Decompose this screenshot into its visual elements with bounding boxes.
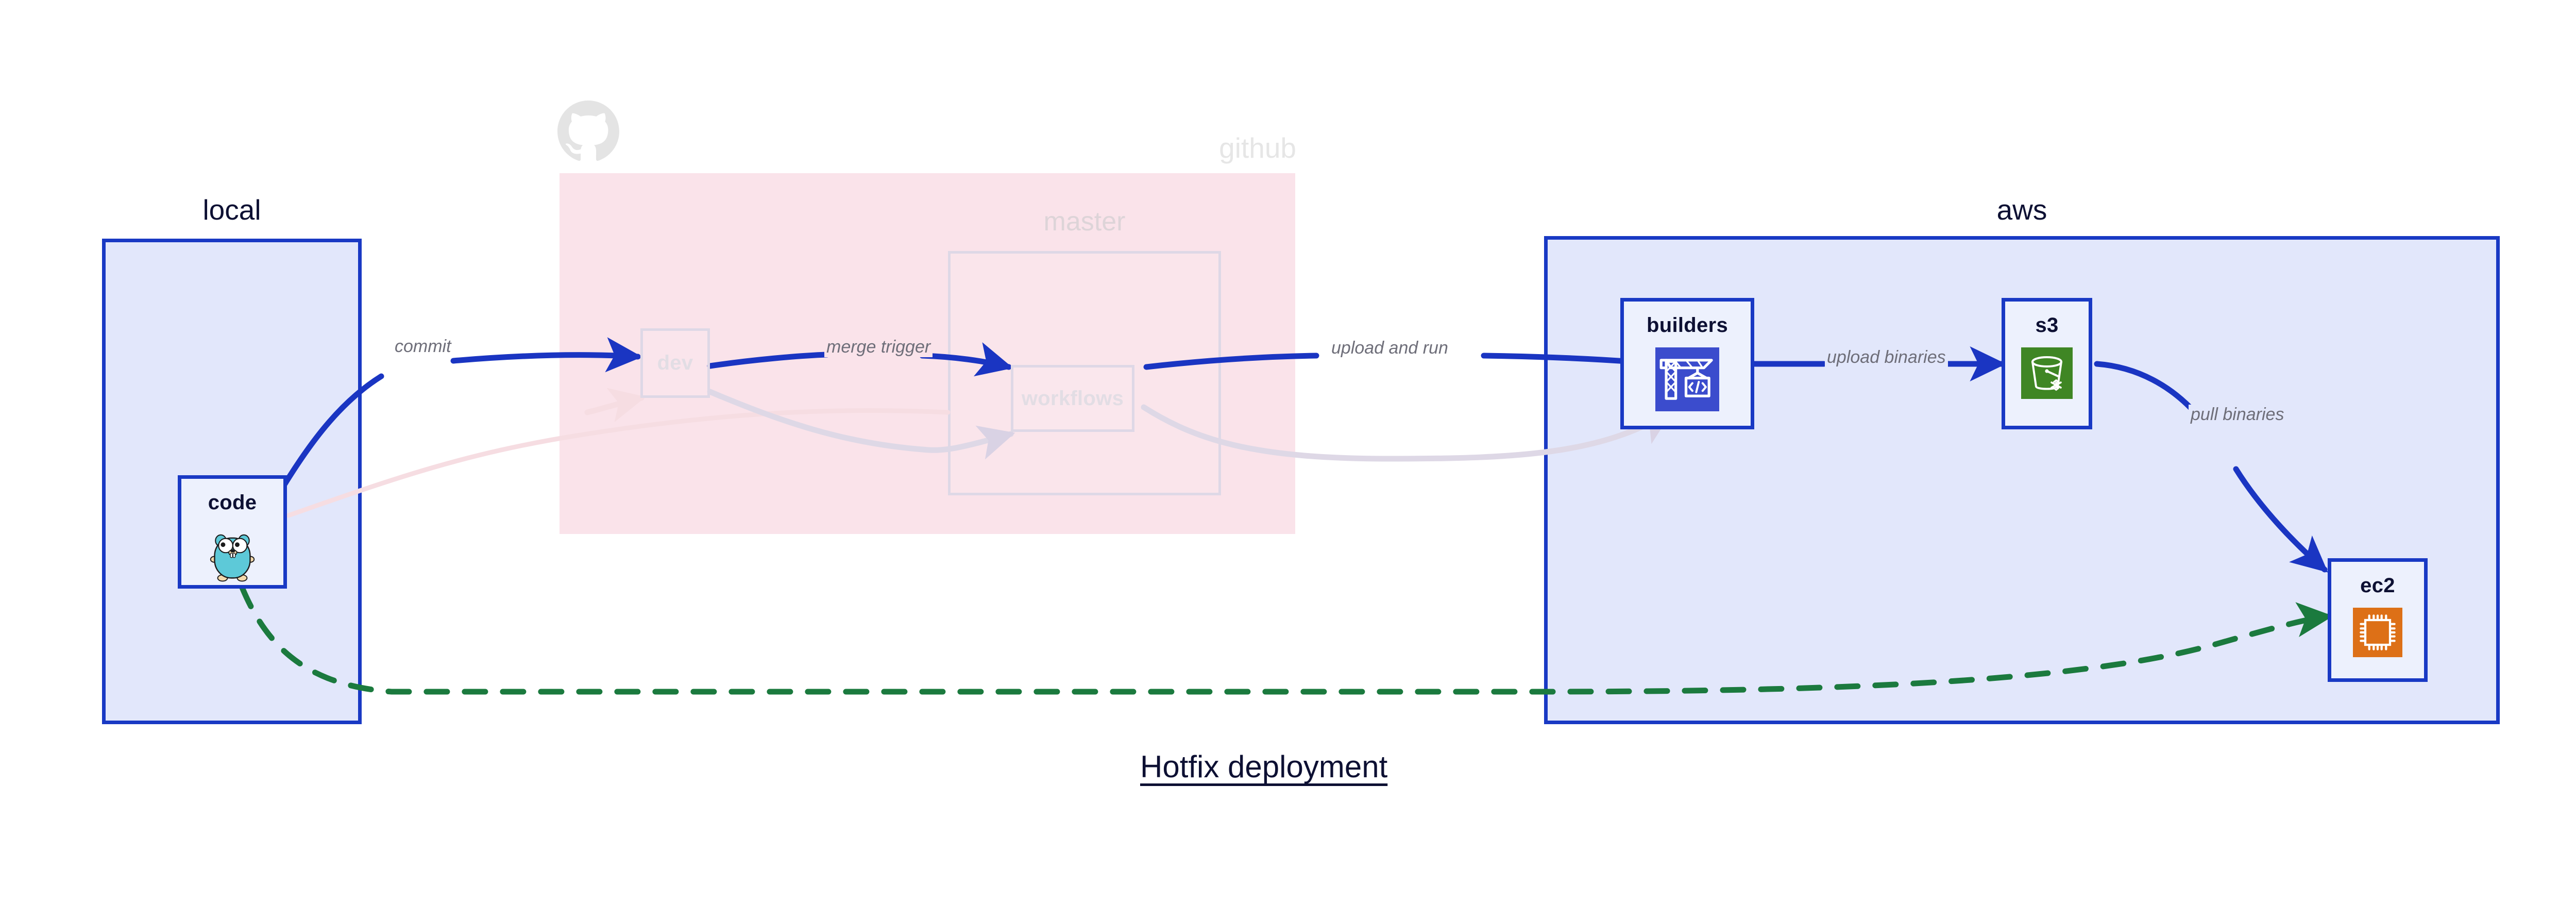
edge-commit-tail <box>450 337 642 373</box>
edge-merge-trigger-head <box>707 352 830 369</box>
group-label-local: local <box>202 194 261 226</box>
node-dev[interactable]: dev <box>640 328 710 398</box>
edge-ghost-into-dev <box>584 388 646 422</box>
node-workflows[interactable]: workflows <box>1011 365 1134 432</box>
edge-merge-trigger-tail <box>919 342 1013 377</box>
edge-ghost-code-workflows <box>286 408 951 518</box>
edge-label-upload-and-run: upload and run <box>1329 338 1450 358</box>
node-builders[interactable]: builders <box>1620 298 1754 429</box>
node-code-label: code <box>208 491 257 514</box>
github-octocat-icon <box>557 101 619 162</box>
node-code[interactable]: code <box>178 475 287 589</box>
node-dev-label: dev <box>657 352 693 374</box>
edge-label-commit: commit <box>393 337 453 357</box>
go-gopher-icon <box>204 525 261 585</box>
edge-ghost-workflows-builders <box>1141 404 1673 462</box>
edge-label-merge-trigger: merge trigger <box>824 337 933 357</box>
aws-ec2-chip-icon <box>2353 608 2402 660</box>
node-s3[interactable]: s3 <box>2002 298 2092 429</box>
edge-upload-and-run-head <box>1143 353 1319 370</box>
node-ec2-label: ec2 <box>2360 574 2395 597</box>
edge-label-upload-binaries: upload binaries <box>1825 347 1948 368</box>
node-ec2[interactable]: ec2 <box>2328 558 2428 682</box>
group-label-master: master <box>1043 207 1126 237</box>
aws-codebuild-icon <box>1655 347 1719 414</box>
node-builders-label: builders <box>1647 314 1728 337</box>
edge-pull-binaries-head <box>2094 361 2199 416</box>
edge-ghost-dev-workflows <box>707 389 1015 460</box>
edge-commit <box>275 373 384 498</box>
group-label-github: github <box>1219 132 1296 164</box>
edge-label-pull-binaries: pull binaries <box>2189 405 2286 425</box>
node-s3-label: s3 <box>2035 314 2059 337</box>
edge-hotfix-dashed <box>239 584 2333 695</box>
group-label-aws: aws <box>1996 194 2047 226</box>
aws-s3-bucket-icon <box>2021 347 2073 402</box>
diagram-title: Hotfix deployment <box>1140 749 1388 784</box>
node-workflows-label: workflows <box>1021 387 1124 410</box>
edge-pull-binaries-tail <box>2233 466 2328 573</box>
